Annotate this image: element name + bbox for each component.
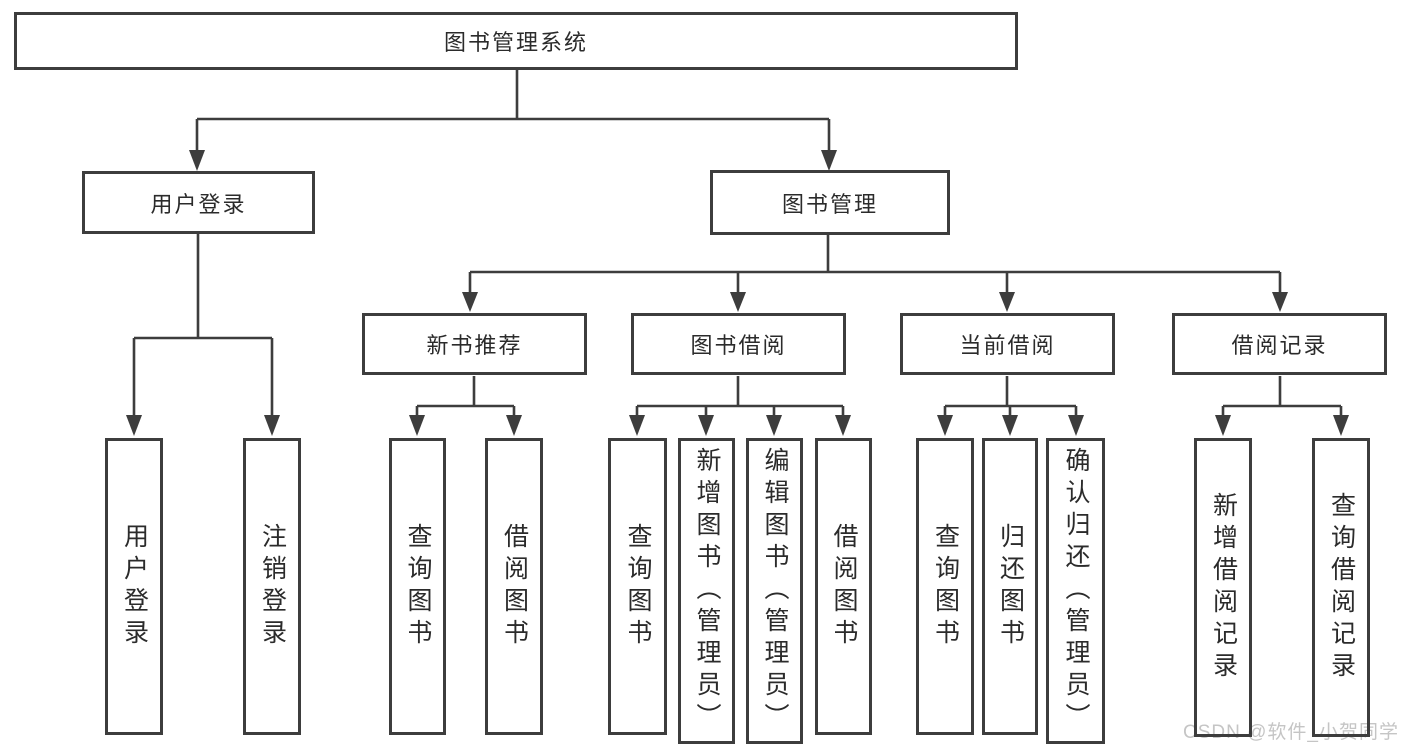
arrow-down-icon xyxy=(189,150,205,171)
arrow-down-icon xyxy=(126,415,142,436)
node-new-book-recommend: 新书推荐 xyxy=(362,313,587,375)
node-query-books-3: 查询图书 xyxy=(916,438,974,735)
arrow-down-icon xyxy=(821,150,837,171)
connector-root-to-l2 xyxy=(195,70,831,152)
arrow-down-icon xyxy=(462,292,478,312)
connector-login-to-leaves xyxy=(132,234,274,417)
node-borrowing-records: 借阅记录 xyxy=(1172,313,1387,375)
node-query-books-1: 查询图书 xyxy=(389,438,446,735)
csdn-watermark: CSDN @软件_小贺同学 xyxy=(1183,722,1399,743)
node-edit-books-admin: 编辑图书（管理员） xyxy=(746,438,803,744)
arrow-down-icon xyxy=(1002,415,1018,436)
arrow-down-icon xyxy=(1272,292,1288,312)
node-add-books-admin: 新增图书（管理员） xyxy=(678,438,735,744)
arrow-down-icon xyxy=(1215,415,1231,436)
node-user-login-leaf: 用户登录 xyxy=(105,438,163,735)
arrow-down-icon xyxy=(730,292,746,312)
node-user-login: 用户登录 xyxy=(82,171,315,234)
node-logout-leaf: 注销登录 xyxy=(243,438,301,735)
arrow-down-icon xyxy=(698,415,714,436)
connector-borrow-to-leaves xyxy=(635,376,845,417)
arrow-down-icon xyxy=(937,415,953,436)
connector-current-to-leaves xyxy=(943,376,1078,417)
connector-newbook-to-leaves xyxy=(415,376,516,417)
node-borrow-books-1: 借阅图书 xyxy=(485,438,543,735)
arrow-down-icon xyxy=(999,292,1015,312)
connector-mgmt-to-l3 xyxy=(468,235,1282,294)
node-current-borrowing: 当前借阅 xyxy=(900,313,1115,375)
connector-record-to-leaves xyxy=(1221,376,1343,417)
node-book-borrowing: 图书借阅 xyxy=(631,313,846,375)
node-query-books-2: 查询图书 xyxy=(608,438,667,735)
arrow-down-icon xyxy=(766,415,782,436)
arrow-down-icon xyxy=(629,415,645,436)
arrow-down-icon xyxy=(264,415,280,436)
arrow-down-icon xyxy=(506,415,522,436)
node-return-books: 归还图书 xyxy=(982,438,1038,735)
arrow-down-icon xyxy=(1333,415,1349,436)
node-book-management: 图书管理 xyxy=(710,170,950,235)
node-query-borrow-record: 查询借阅记录 xyxy=(1312,438,1370,737)
arrow-down-icon xyxy=(409,415,425,436)
node-borrow-books-2: 借阅图书 xyxy=(815,438,872,735)
node-library-management-system: 图书管理系统 xyxy=(14,12,1018,70)
node-add-borrow-record: 新增借阅记录 xyxy=(1194,438,1252,737)
node-confirm-return-admin: 确认归还（管理员） xyxy=(1046,438,1105,744)
arrow-down-icon xyxy=(835,415,851,436)
arrow-down-icon xyxy=(1068,415,1084,436)
